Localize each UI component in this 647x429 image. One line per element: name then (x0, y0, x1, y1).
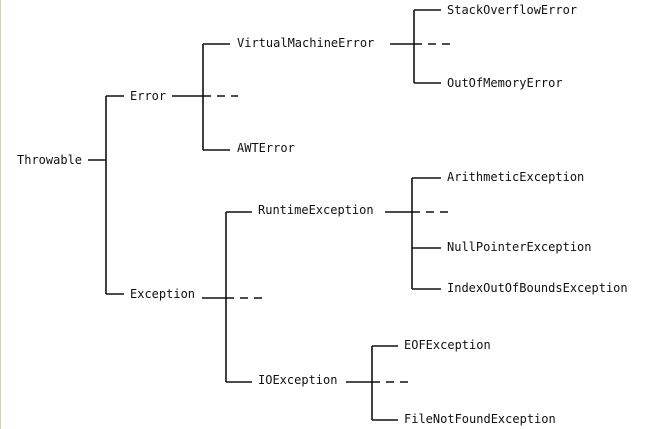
node-ioexception: IOException (258, 373, 337, 387)
node-indexoutofboundsexception: IndexOutOfBoundsException (447, 281, 628, 295)
left-border-rule (0, 0, 1, 429)
node-error: Error (130, 89, 166, 103)
node-arithmeticexception: ArithmeticException (447, 170, 584, 184)
node-labels: Throwable Error Exception VirtualMachine… (17, 3, 628, 426)
node-eofexception: EOFException (404, 338, 491, 352)
node-exception: Exception (130, 287, 195, 301)
node-throwable: Throwable (17, 153, 82, 167)
node-nullpointerexception: NullPointerException (447, 240, 592, 254)
node-virtualmachineerror: VirtualMachineError (237, 36, 374, 50)
node-filenotfoundexception: FileNotFoundException (404, 412, 556, 426)
node-runtimeexception: RuntimeException (258, 203, 374, 217)
node-stackoverflowerror: StackOverflowError (447, 3, 577, 17)
node-outofmemoryerror: OutOfMemoryError (447, 76, 563, 90)
connector-lines (88, 9, 452, 421)
node-awterror: AWTError (237, 141, 295, 155)
